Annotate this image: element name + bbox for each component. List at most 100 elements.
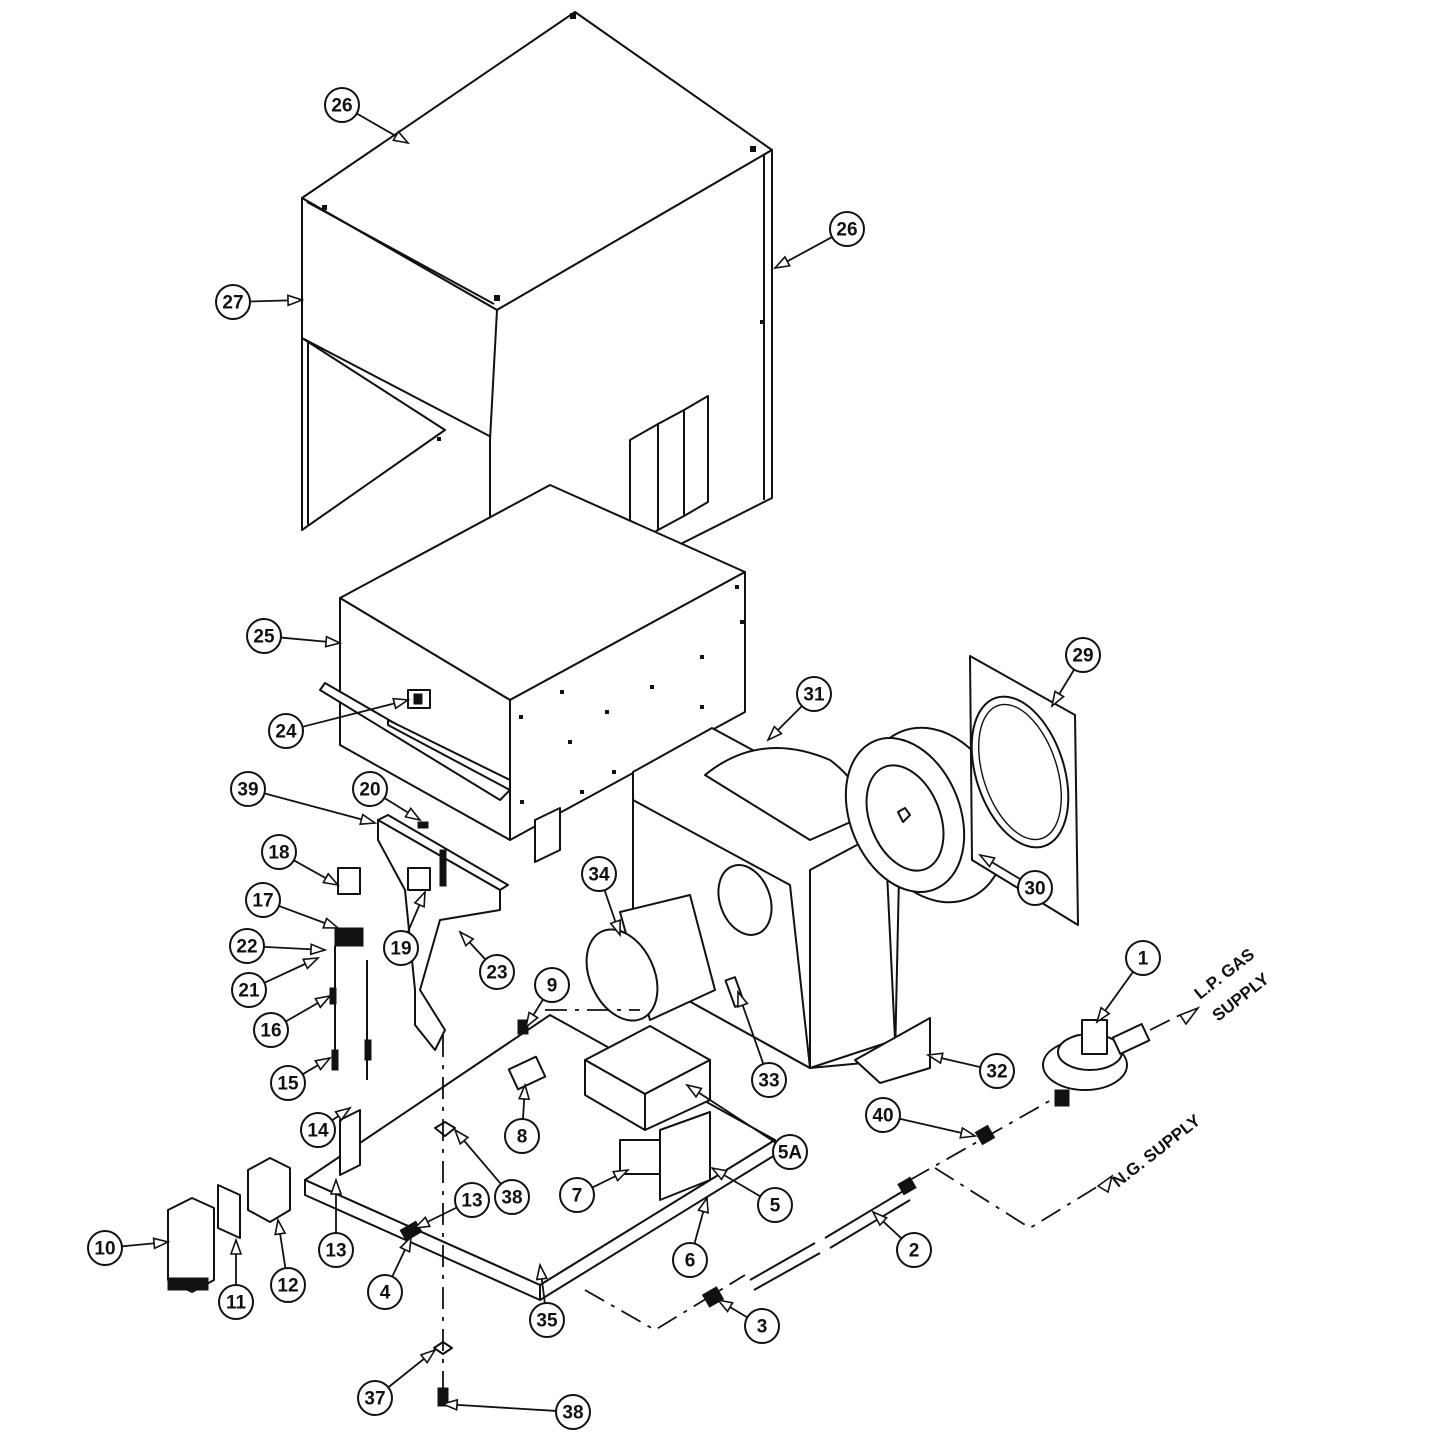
arrowhead <box>925 1052 944 1065</box>
callout-number: 25 <box>253 627 275 648</box>
arrowhead <box>287 294 305 307</box>
callouts: 123455A678910111213131415161718192021222… <box>87 87 1161 1430</box>
callout-circle <box>494 1179 530 1215</box>
callout-number: 5A <box>778 1143 803 1164</box>
callout-39: 39 <box>230 771 378 826</box>
callout-number: 21 <box>238 981 260 1002</box>
callout-circle <box>215 284 251 320</box>
callout-27: 27 <box>215 284 305 320</box>
arrowhead <box>612 1168 631 1183</box>
callout-circle <box>479 954 515 990</box>
callout-33: 33 <box>737 989 787 1098</box>
callout-circle <box>1065 637 1101 673</box>
callout-circle <box>383 930 419 966</box>
arrowhead <box>697 1195 710 1214</box>
callout-number: 10 <box>94 1239 115 1260</box>
callout-number: 23 <box>486 963 507 984</box>
callout-circle <box>270 1065 306 1101</box>
callout-number: 4 <box>380 1283 391 1304</box>
ng-fitting <box>974 1124 996 1146</box>
louver <box>683 395 709 517</box>
cover-plate <box>217 1184 241 1239</box>
callout-5: 5 <box>709 1166 793 1223</box>
callout-number: 27 <box>222 293 243 314</box>
callout-circle <box>865 1097 901 1133</box>
callout-19: 19 <box>383 889 426 966</box>
arrowhead <box>359 813 378 826</box>
arrowhead <box>1050 690 1065 709</box>
callout-6: 6 <box>672 1195 710 1278</box>
pan-bracket <box>339 1109 361 1176</box>
callout-circle <box>1125 940 1161 976</box>
ng-supply-label: N.G. SUPPLY <box>1109 1110 1205 1191</box>
callout-2: 2 <box>871 1210 932 1268</box>
callout-circle <box>529 1302 565 1338</box>
callout-circle <box>454 1182 490 1218</box>
callout-number: 39 <box>237 780 258 801</box>
callout-number: 1 <box>1138 949 1149 970</box>
arrowhead <box>453 1128 470 1146</box>
callout-29: 29 <box>1050 637 1101 709</box>
callout-circle <box>979 1053 1015 1089</box>
callout-number: 17 <box>252 891 273 912</box>
callout-number: 38 <box>501 1188 522 1209</box>
flame-sensor <box>417 821 429 829</box>
ignitor-bracket <box>334 927 364 947</box>
callout-number: 34 <box>588 865 610 886</box>
arrowhead <box>737 989 749 1008</box>
callout-circle <box>796 676 832 712</box>
housing-bracket <box>534 807 561 863</box>
callout-20: 20 <box>352 771 423 822</box>
callout-14: 14 <box>300 1106 352 1148</box>
callout-circle <box>245 882 281 918</box>
callout-21: 21 <box>231 956 321 1008</box>
callout-4: 4 <box>367 1234 413 1310</box>
callout-number: 35 <box>536 1311 558 1332</box>
callout-13: 13 <box>318 1177 354 1268</box>
callout-circle <box>230 771 266 807</box>
callout-circle <box>357 1380 393 1416</box>
arrowhead <box>685 1083 703 1099</box>
arrowhead <box>314 994 333 1009</box>
callout-30: 30 <box>977 853 1053 906</box>
callout-number: 19 <box>390 939 411 960</box>
callout-circle <box>253 1012 289 1048</box>
callout-35: 35 <box>529 1262 565 1338</box>
callout-18: 18 <box>261 834 341 887</box>
rivets <box>519 585 744 804</box>
arrowhead <box>392 697 411 710</box>
callout-3: 3 <box>715 1298 780 1344</box>
callout-number: 13 <box>325 1241 346 1262</box>
callout-1: 1 <box>1095 940 1161 1024</box>
callout-number: 12 <box>277 1276 298 1297</box>
callout-34: 34 <box>581 856 621 938</box>
blower-inlet-plate <box>969 655 1079 926</box>
tube-fitting <box>701 1286 725 1308</box>
callout-38: 38 <box>453 1128 530 1215</box>
callout-circle <box>581 856 617 892</box>
callout-circle <box>261 834 297 870</box>
arrowhead <box>404 806 423 822</box>
callout-circle <box>367 1274 403 1310</box>
callout-number: 7 <box>572 1186 583 1207</box>
callout-38: 38 <box>440 1394 591 1430</box>
callout-17: 17 <box>245 882 341 929</box>
arrowhead <box>535 1262 548 1281</box>
callout-number: 15 <box>277 1074 299 1095</box>
callout-circle <box>534 967 570 1003</box>
callout-circle <box>246 618 282 654</box>
orifice <box>517 1019 529 1035</box>
callout-number: 33 <box>758 1071 779 1092</box>
callout-12: 12 <box>270 1217 306 1303</box>
callout-number: 37 <box>364 1389 385 1410</box>
callout-circle <box>300 1112 336 1148</box>
callout-circle <box>504 1118 540 1154</box>
callout-circle <box>751 1062 787 1098</box>
arrowhead <box>715 1298 734 1313</box>
nut-top <box>434 1121 456 1137</box>
callout-number: 40 <box>872 1106 893 1127</box>
pilot-bracket <box>337 867 361 895</box>
callout-circle <box>672 1242 708 1278</box>
callout-circle <box>270 1267 306 1303</box>
